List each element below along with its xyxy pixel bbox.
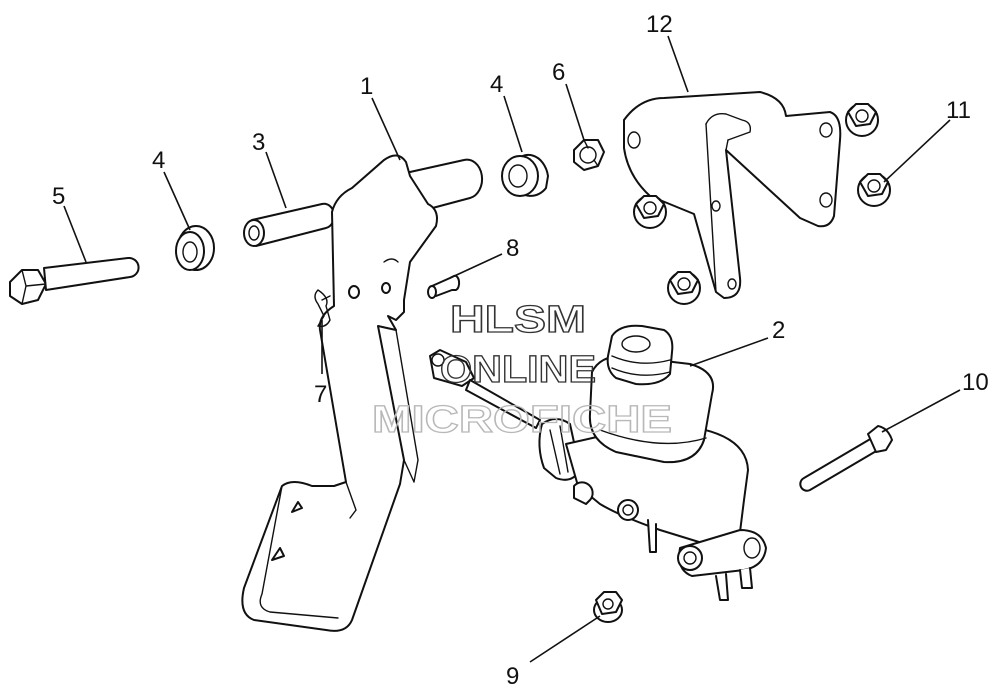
leader-2 <box>689 337 769 367</box>
leader-10 <box>881 389 961 433</box>
callout-3: 3 <box>252 129 265 156</box>
bolt-part-10 <box>799 425 893 492</box>
leader-5 <box>63 205 87 263</box>
sleeve-part-3 <box>243 202 336 247</box>
watermark: HLSM ONLINE MICROFICHE <box>371 298 672 441</box>
clip-part-7 <box>314 289 331 328</box>
washer-part-4-right <box>501 153 549 197</box>
leader-11 <box>883 119 951 183</box>
leader-12 <box>667 35 689 93</box>
flange-nut-part-11d <box>667 271 701 305</box>
callout-5: 5 <box>52 183 65 210</box>
nut-part-6 <box>573 139 605 171</box>
callout-2: 2 <box>772 317 785 344</box>
callout-7: 7 <box>314 381 327 408</box>
callout-6: 6 <box>552 59 565 86</box>
leader-lines <box>63 35 961 663</box>
leader-8 <box>449 253 503 279</box>
leader-4a <box>163 171 191 231</box>
callout-labels: 1 2 3 4 4 5 6 7 8 9 10 11 12 <box>52 11 989 690</box>
callout-10: 10 <box>962 369 989 396</box>
bracket-part-12 <box>623 91 842 299</box>
pedal-part-1 <box>241 154 484 632</box>
washer-part-4-left <box>175 225 215 271</box>
watermark-line-1: HLSM <box>450 299 586 341</box>
bolt-part-5 <box>9 256 140 305</box>
leader-4b <box>503 95 523 153</box>
flange-nut-part-11c <box>633 195 667 229</box>
master-cylinder-part-2 <box>429 324 767 601</box>
callout-11: 11 <box>946 97 971 124</box>
flange-nut-part-11a <box>845 103 879 137</box>
callout-12: 12 <box>646 11 673 38</box>
leader-3 <box>265 151 287 209</box>
leader-6 <box>565 83 585 141</box>
callout-4a: 4 <box>152 147 165 174</box>
flange-nut-part-9 <box>593 591 623 623</box>
leader-1 <box>371 97 401 161</box>
callout-1: 1 <box>360 73 373 100</box>
leader-9 <box>529 615 601 663</box>
watermark-line-2: ONLINE <box>440 349 596 391</box>
callout-4b: 4 <box>490 71 503 98</box>
watermark-line-3: MICROFICHE <box>372 399 672 441</box>
pin-part-8 <box>427 274 461 299</box>
flange-nut-part-11b <box>857 173 891 207</box>
callout-8: 8 <box>506 235 519 262</box>
callout-9: 9 <box>506 663 519 690</box>
